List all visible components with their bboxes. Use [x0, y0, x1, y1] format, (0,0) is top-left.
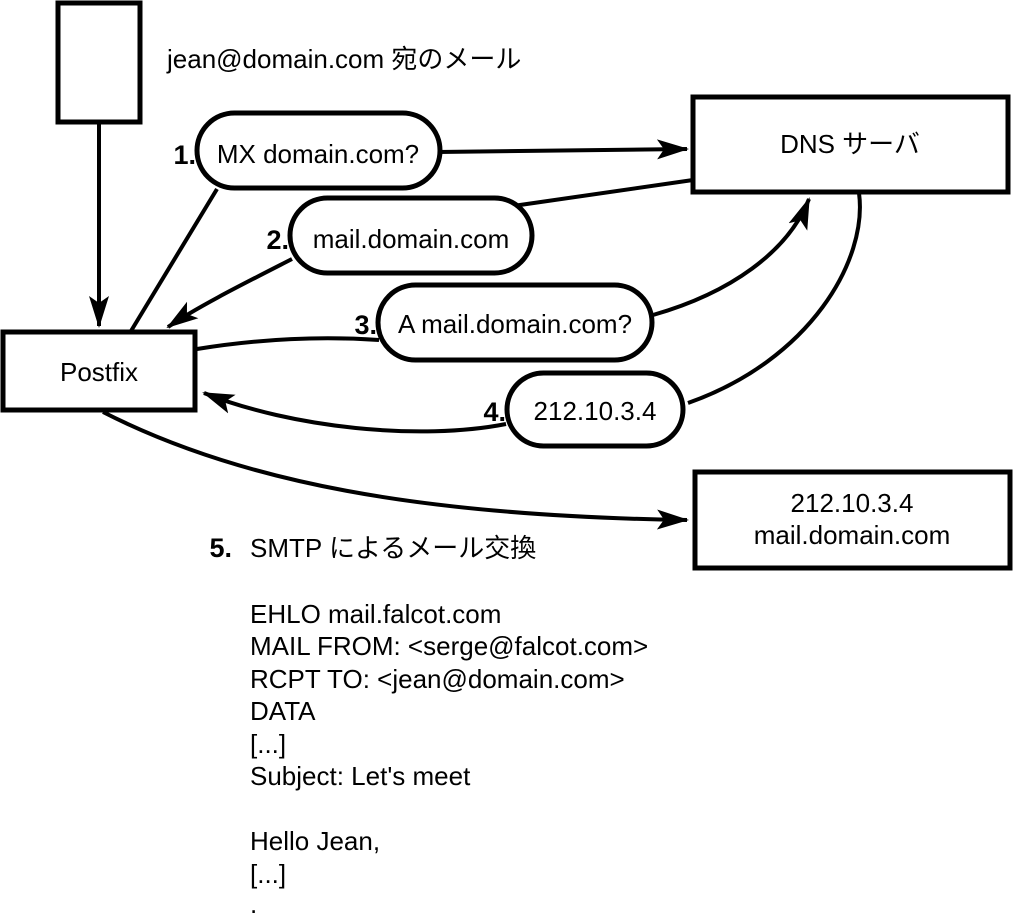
smtp-line: RCPT TO: <jean@domain.com>: [250, 664, 625, 694]
step2-label: mail.domain.com: [313, 224, 510, 254]
step3-number: 3.: [354, 310, 377, 340]
arrow-step4-to-postfix: [202, 391, 507, 434]
mail-server-ip: 212.10.3.4: [791, 488, 914, 518]
line-postfix-to-step1: [129, 187, 219, 333]
step4-bubble: [504, 370, 686, 449]
arrow-postfix-to-mailserver: [102, 410, 689, 530]
line-dns-to-step4: [687, 192, 862, 405]
step3-label: A mail.domain.com?: [398, 309, 632, 339]
line-postfix-to-step3: [196, 336, 380, 351]
smtp-line: MAIL FROM: <serge@falcot.com>: [250, 631, 648, 661]
arrow-step2-to-postfix: [166, 257, 293, 329]
arrow-step3-to-dns: [652, 197, 811, 317]
mail-server-hostname: mail.domain.com: [754, 520, 951, 550]
smtp-line: Hello Jean,: [250, 826, 380, 856]
step1-label: MX domain.com?: [217, 139, 419, 169]
dns-server-label: DNS サーバ: [780, 129, 920, 159]
postfix-node: [0, 329, 198, 413]
step4-number: 4.: [483, 397, 506, 427]
arrow-step1-to-dns: [437, 139, 689, 160]
step1-bubble: [194, 110, 443, 191]
step4-label: 212.10.3.4: [534, 396, 657, 426]
smtp-line: Subject: Let's meet: [250, 761, 471, 791]
mail-document-icon: [55, 0, 143, 125]
step5-label: SMTP によるメール交換: [250, 533, 536, 563]
step1-number: 1.: [173, 140, 196, 170]
step3-bubble: [375, 282, 655, 363]
smtp-session-transcript: EHLO mail.falcot.com MAIL FROM: <serge@f…: [250, 599, 648, 919]
dns-server-node: [690, 94, 1011, 195]
smtp-line: [...]: [250, 729, 286, 759]
smtp-line: .: [250, 889, 257, 919]
step5-number: 5.: [209, 533, 232, 563]
mail-server-node: [692, 469, 1013, 571]
line-dns-to-step2: [512, 178, 694, 208]
postfix-label: Postfix: [60, 357, 138, 387]
step2-number: 2.: [266, 225, 289, 255]
smtp-line: [...]: [250, 859, 286, 889]
smtp-line: EHLO mail.falcot.com: [250, 599, 501, 629]
smtp-line: DATA: [250, 696, 316, 726]
step2-bubble: [287, 195, 535, 276]
incoming-mail-note: jean@domain.com 宛のメール: [166, 44, 521, 74]
